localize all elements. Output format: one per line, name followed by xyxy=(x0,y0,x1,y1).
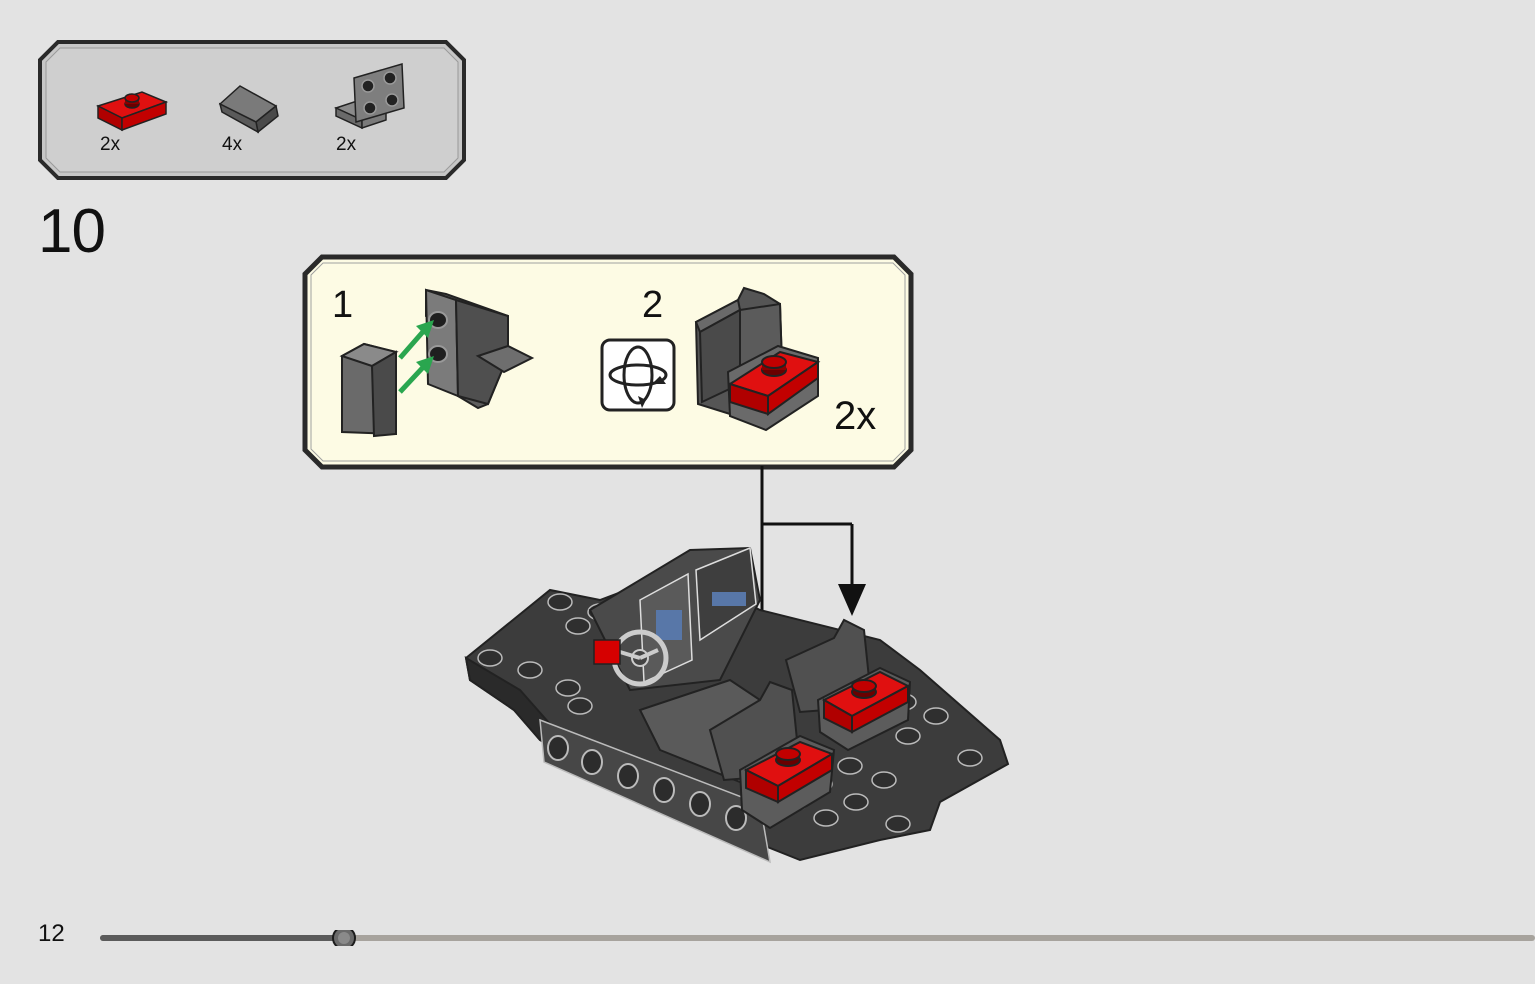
model-illustration xyxy=(464,546,1010,864)
progress-track xyxy=(100,935,1535,941)
step-number: 10 xyxy=(38,197,106,266)
sub-step-1-illustration xyxy=(339,288,535,438)
seat-assembly-illustration xyxy=(694,286,821,432)
sub-step-number: 1 xyxy=(332,284,354,326)
sub-step-number: 2 xyxy=(642,284,664,326)
sub-assembly-multiplier: 2x xyxy=(834,394,877,438)
part-quantity: 4x xyxy=(222,134,243,155)
red-plate-part-icon xyxy=(96,91,168,132)
part-quantity: 2x xyxy=(100,134,121,155)
progress-knob-center xyxy=(338,932,350,944)
sub-assembly-callout: 1 2 xyxy=(302,254,914,470)
slope-part-icon xyxy=(218,85,279,134)
progress-fill xyxy=(100,935,344,941)
rotate-model-icon xyxy=(600,338,676,412)
progress-bar xyxy=(100,926,1535,950)
page-number: 12 xyxy=(38,920,65,947)
part-quantity: 2x xyxy=(336,134,357,155)
parts-list-callout: 2x 4x 2x xyxy=(38,40,466,180)
bracket-part-icon xyxy=(333,63,405,130)
